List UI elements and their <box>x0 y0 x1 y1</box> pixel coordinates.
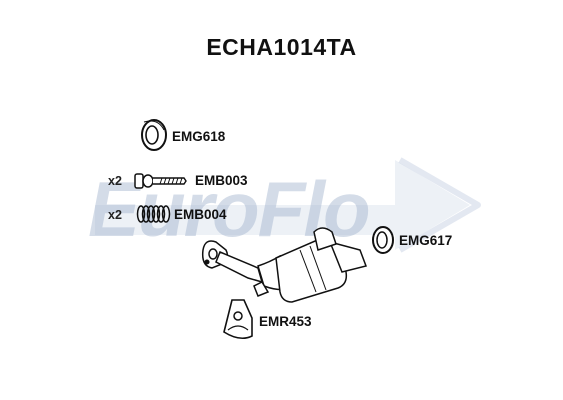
part-qty-emb004: x2 <box>108 208 122 222</box>
part-qty-emb003: x2 <box>108 174 122 188</box>
gasket-ring-icon <box>372 226 394 254</box>
rubber-mount-icon <box>223 299 253 340</box>
page-title: ECHA1014TA <box>206 34 357 60</box>
watermark-tagline: EXHAUST SYSTEMS <box>172 175 266 184</box>
gasket-ring-icon <box>141 119 167 151</box>
catalytic-converter-icon <box>201 227 367 303</box>
part-label-emb004: EMB004 <box>174 207 227 222</box>
part-label-emb003: EMB003 <box>195 173 248 188</box>
part-label-emg617: EMG617 <box>399 233 453 248</box>
spring-icon <box>136 205 171 223</box>
part-label-emg618: EMG618 <box>172 129 226 144</box>
bolt-icon <box>134 173 187 189</box>
part-label-emr453: EMR453 <box>259 314 312 329</box>
